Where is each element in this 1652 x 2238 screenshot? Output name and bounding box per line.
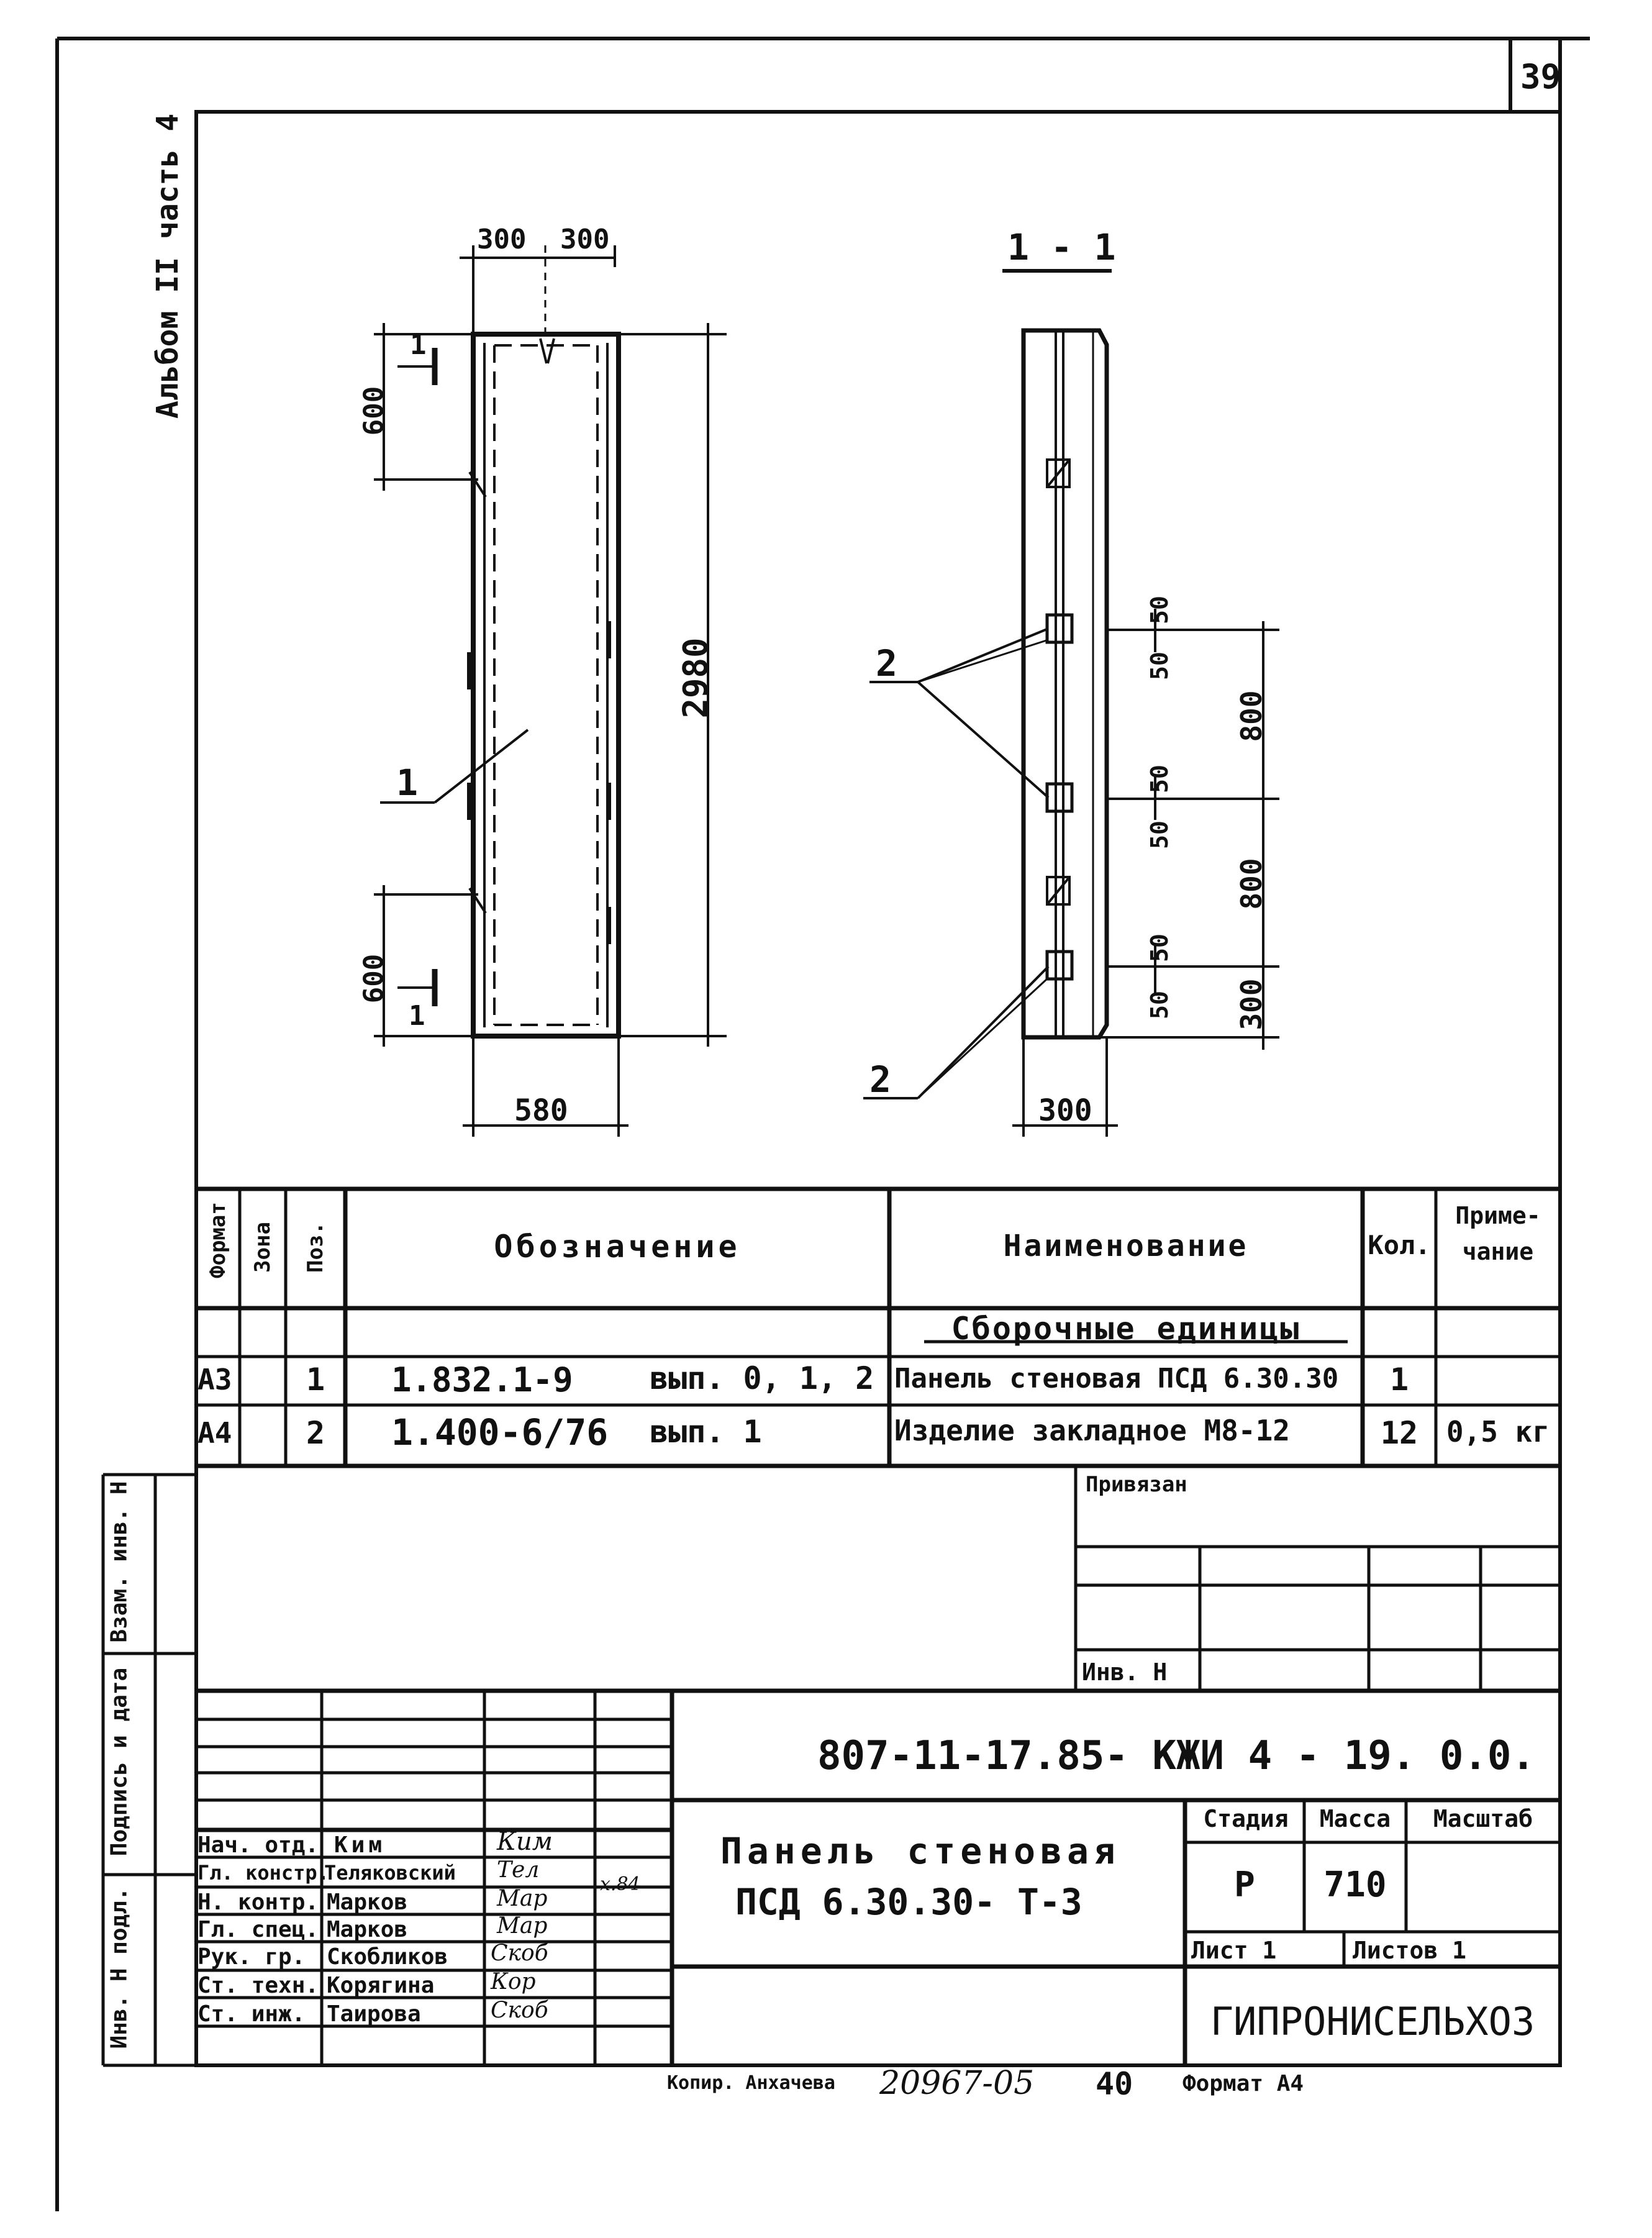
cell-issue: вып. 0, 1, 2 xyxy=(650,1360,874,1396)
mass-value: 710 xyxy=(1323,1865,1387,1905)
section-mark-top: 1 xyxy=(410,329,427,361)
th-name: Наименование xyxy=(1003,1229,1249,1263)
signature: Скоб xyxy=(491,1940,548,1966)
binding-label: Привязан xyxy=(1086,1472,1187,1497)
role-label: Гл. спец. xyxy=(197,1917,319,1942)
th-zone: Зона xyxy=(250,1222,275,1273)
spec-section-title: Сборочные единицы xyxy=(951,1311,1301,1347)
dim-front-w-right: 300 xyxy=(560,224,610,255)
role-name: Марков xyxy=(327,1917,408,1942)
cell-pos: 1 xyxy=(306,1362,325,1398)
signature: Кор xyxy=(491,1969,536,1995)
sheet-label: Лист 1 xyxy=(1191,1937,1277,1964)
section-title: 1 - 1 xyxy=(1007,226,1116,268)
role-name: Теляковский xyxy=(324,1861,456,1885)
cell-qty: 12 xyxy=(1380,1415,1418,1451)
dim-front-w-left: 300 xyxy=(477,224,527,255)
sec-dim-g1: 800 xyxy=(1235,690,1268,742)
album-label: Альбом II часть 4 xyxy=(150,113,185,419)
sheets-label: Листов 1 xyxy=(1353,1937,1467,1964)
sec-dim-width: 300 xyxy=(1038,1093,1092,1128)
dim-front-bottom: 600 xyxy=(358,953,390,1004)
footer-number: 20967-05 xyxy=(879,2065,1035,2102)
organization: ГИПРОНИСЕЛЬХОЗ xyxy=(1210,1999,1535,2044)
th-qty: Кол. xyxy=(1368,1230,1431,1260)
section-pos-upper: 2 xyxy=(876,642,897,685)
section-pos-lower: 2 xyxy=(869,1058,891,1101)
role-name: Ким xyxy=(334,1832,386,1858)
role-label: Ст. техн. xyxy=(197,1973,319,1998)
dim-front-height: 2980 xyxy=(676,637,715,719)
sec-dim-d: 50 xyxy=(1146,821,1173,849)
front-view xyxy=(374,245,727,1137)
sec-dim-c: 50 xyxy=(1146,765,1173,793)
spec-table-grid xyxy=(196,1186,1560,1468)
footer-page: 40 xyxy=(1096,2066,1133,2102)
cell-qty: 1 xyxy=(1389,1362,1409,1398)
role-name: Корягина xyxy=(327,1973,435,1998)
cell-note: 0,5 кг xyxy=(1446,1415,1550,1449)
sec-dim-f: 50 xyxy=(1146,991,1173,1019)
binding-grid xyxy=(1074,1466,1560,1691)
title-block-grid xyxy=(196,1688,1560,2065)
side-strip xyxy=(101,1473,196,2067)
th-note: Приме- чание xyxy=(1455,1202,1541,1265)
scale-label: Масштаб xyxy=(1433,1805,1533,1832)
side-inv-podl: Инв. Н подл. xyxy=(106,1887,132,2049)
cell-designation: 1.400-6/76 xyxy=(391,1411,609,1453)
cell-pos: 2 xyxy=(306,1415,325,1451)
sec-dim-g3: 300 xyxy=(1235,978,1268,1030)
stage-value: Р xyxy=(1234,1865,1255,1905)
title-name-2: ПСД 6.30.30- Т-3 xyxy=(735,1881,1082,1923)
date-note: х.84 xyxy=(600,1873,640,1895)
sheet-number: 39 xyxy=(1520,57,1561,96)
role-label: Гл. констр. xyxy=(197,1861,329,1885)
document-code: 807-11-17.85- КЖИ 4 - 19. 0.0. xyxy=(817,1733,1535,1779)
front-pos-label: 1 xyxy=(396,762,418,804)
side-podpis: Подпись и дата xyxy=(106,1667,132,1857)
signature: Скоб xyxy=(491,1998,548,2023)
signature: Мар xyxy=(497,1913,548,1939)
cell-name: Изделие закладное М8-12 xyxy=(894,1414,1290,1447)
role-label: Н. контр. xyxy=(197,1890,319,1915)
dim-front-width: 580 xyxy=(514,1093,568,1128)
th-format: Формат xyxy=(206,1202,230,1278)
footer-copier: Копир. Анхачева xyxy=(667,2072,835,2094)
dim-front-top: 600 xyxy=(358,386,390,436)
th-designation: Обозначение xyxy=(494,1229,741,1265)
sec-dim-b: 50 xyxy=(1146,652,1173,680)
mass-label: Масса xyxy=(1319,1805,1391,1832)
role-label: Рук. гр. xyxy=(197,1944,306,1970)
cell-format: А4 xyxy=(197,1416,232,1450)
footer-format: Формат А4 xyxy=(1182,2071,1304,2096)
role-label: Ст. инж. xyxy=(197,2001,306,2027)
th-pos: Поз. xyxy=(303,1222,328,1273)
sec-dim-a: 50 xyxy=(1146,596,1173,624)
stage-label: Стадия xyxy=(1203,1805,1289,1832)
signature: Мар xyxy=(497,1886,548,1911)
role-label: Нач. отд. xyxy=(197,1832,319,1858)
binding-inv: Инв. Н xyxy=(1082,1658,1168,1686)
sec-dim-e: 50 xyxy=(1146,934,1173,962)
cell-name: Панель стеновая ПСД 6.30.30 xyxy=(894,1363,1339,1394)
signature: Тел xyxy=(497,1857,540,1883)
cell-issue: вып. 1 xyxy=(650,1414,762,1450)
section-mark-bottom: 1 xyxy=(409,1000,425,1032)
cell-designation: 1.832.1-9 xyxy=(391,1360,573,1399)
title-name-1: Панель стеновая xyxy=(720,1830,1120,1872)
side-vzam: Взам. инв. Н xyxy=(106,1481,132,1643)
section-view xyxy=(863,269,1279,1137)
cell-format: А3 xyxy=(197,1363,232,1396)
sec-dim-g2: 800 xyxy=(1235,858,1268,910)
role-name: Скобликов xyxy=(327,1944,448,1970)
role-name: Таирова xyxy=(327,2001,421,2027)
signature: Ким xyxy=(497,1827,553,1856)
role-name: Марков xyxy=(327,1890,408,1915)
